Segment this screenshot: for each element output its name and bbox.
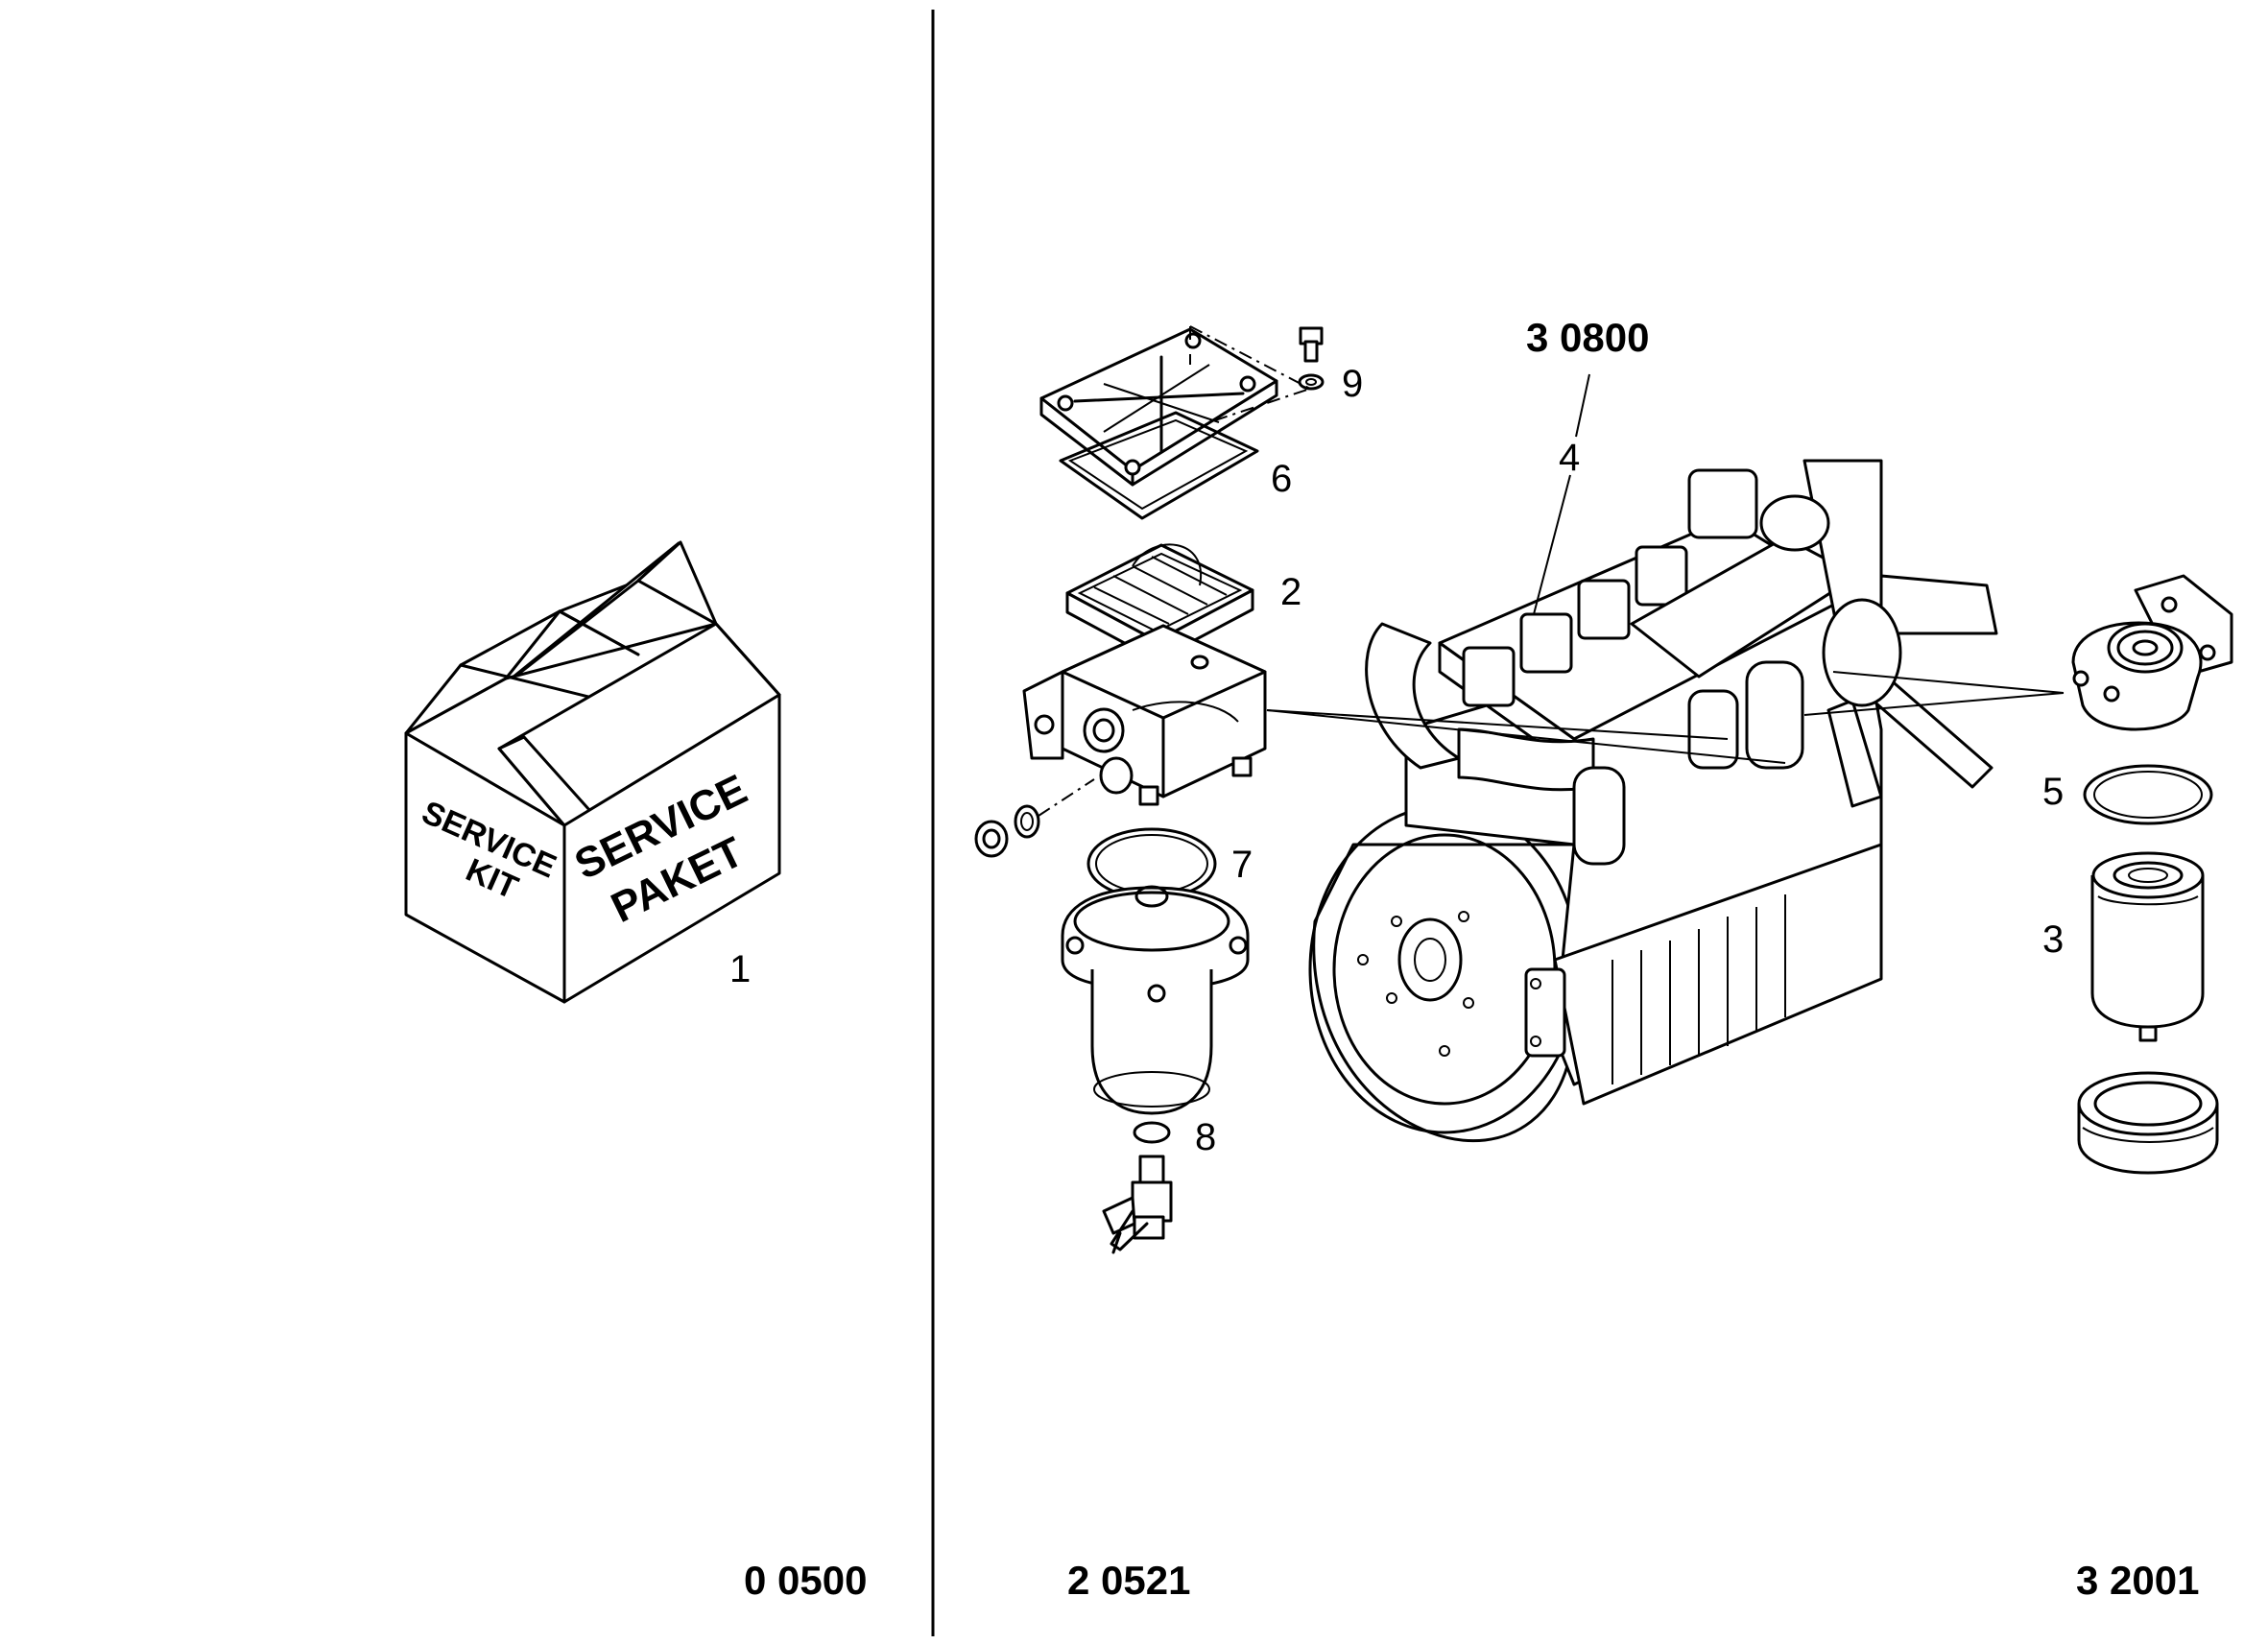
engine (1308, 459, 1998, 1143)
filter-bowl-cap (2077, 1071, 2219, 1175)
leader-4 (1533, 474, 1571, 615)
section-code-middle: 2 0521 (1067, 1558, 1190, 1603)
section-code-left: 0 0500 (744, 1558, 867, 1603)
seal-ring (1133, 1121, 1171, 1144)
drain-plug (974, 804, 1040, 858)
callout-3: 3 (2042, 918, 2064, 961)
leader-filter-head-engine (1803, 692, 2065, 716)
leader-3-0800 (1575, 373, 1590, 438)
service-kit-box: SERVICE KIT SERVICE PAKET (404, 540, 781, 1004)
drain-cock (1102, 1155, 1173, 1254)
callout-4: 4 (1559, 437, 1580, 479)
filter-seal-ring (2083, 764, 2213, 825)
filter-bowl (1061, 885, 1250, 1115)
callout-1: 1 (729, 948, 751, 990)
bolt-axis (1189, 325, 1313, 423)
filter-housing (1022, 624, 1267, 806)
section-code-right: 3 2001 (2076, 1558, 2199, 1603)
callout-2: 2 (1280, 571, 1301, 613)
fuel-filter-element (2090, 851, 2205, 1042)
engine-section-code: 3 0800 (1526, 315, 1649, 360)
cover-gasket (1059, 411, 1259, 520)
callout-5: 5 (2042, 771, 2064, 813)
callout-9: 9 (1342, 363, 1363, 405)
callout-6: 6 (1271, 458, 1292, 500)
callout-8: 8 (1195, 1116, 1216, 1158)
leader-housing-engine (1266, 709, 1729, 740)
filter-head (2071, 574, 2233, 731)
callout-7: 7 (1231, 844, 1253, 886)
bolt (1298, 326, 1325, 391)
